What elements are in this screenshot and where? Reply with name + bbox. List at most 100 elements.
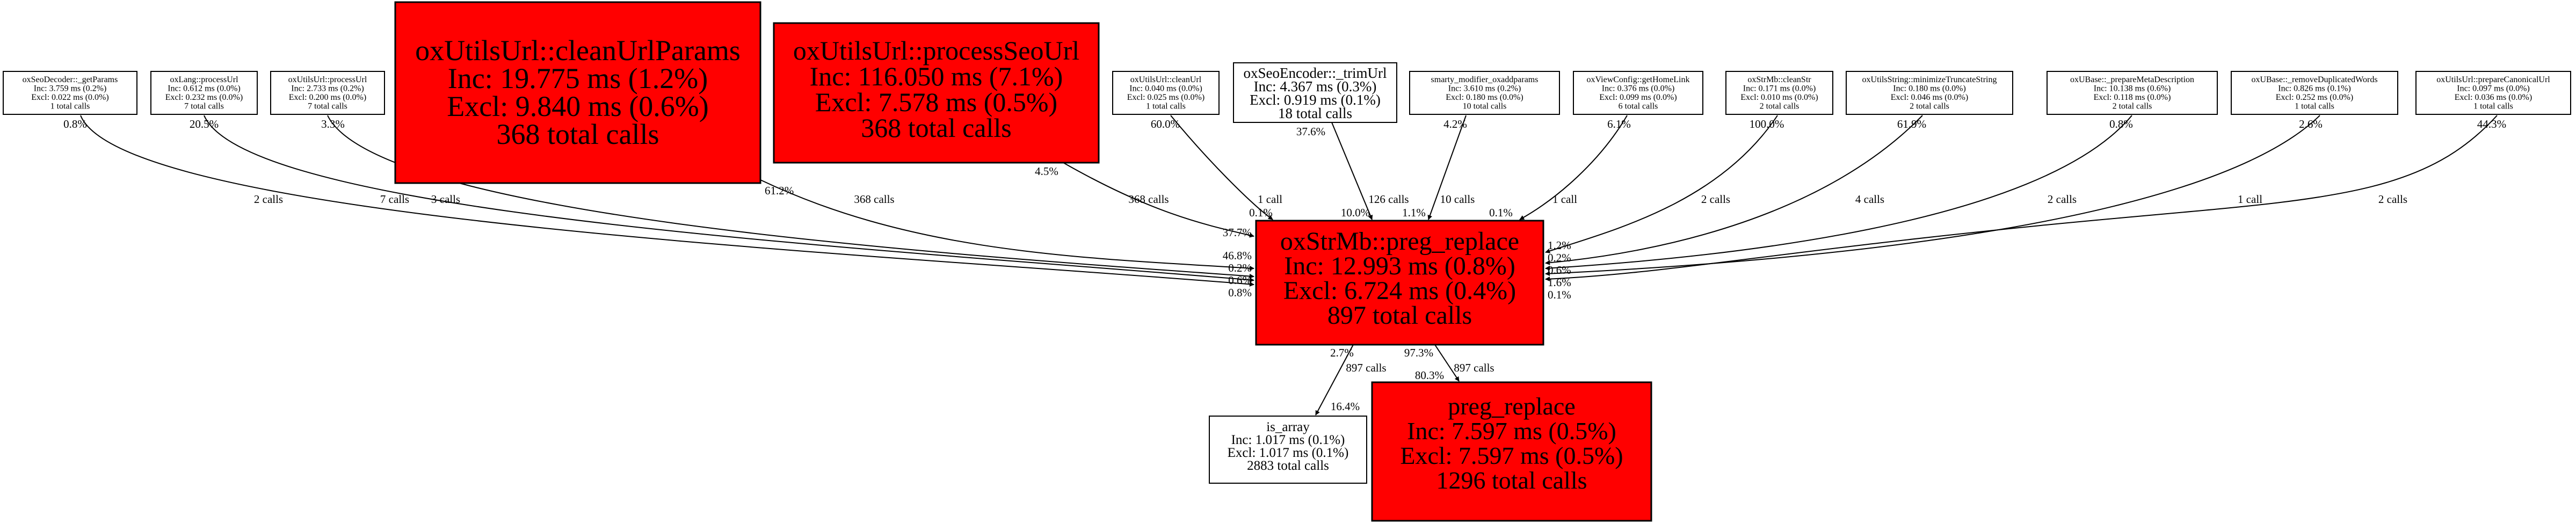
node-total-calls: 6 total calls: [1619, 102, 1658, 111]
edge-head-percent: 0.8%: [1228, 286, 1252, 299]
edge-trimurl-to-strmbpreg: [1331, 122, 1373, 220]
edge-head-percent: 0.2%: [1228, 261, 1252, 274]
node-excl-time: Excl: 7.597 ms (0.5%): [1400, 442, 1623, 469]
node-function-name: oxUtilsUrl::cleanUrlParams: [415, 34, 741, 67]
edge-smarty-to-strmbpreg: [1427, 115, 1467, 220]
edge-head-percent: 0.2%: [1548, 251, 1571, 264]
edge-line: [1545, 115, 2320, 276]
node-function-name: is_array: [1266, 420, 1310, 434]
edge-tail-percent: 4.5%: [1035, 165, 1058, 178]
edge-calls-label: 2 calls: [2378, 193, 2407, 206]
edge-head-percent: 37.7%: [1223, 226, 1252, 239]
edge-line: [1170, 115, 1273, 220]
node-inc-time: Inc: 10.138 ms (0.6%): [2094, 84, 2171, 93]
node-total-calls: 7 total calls: [184, 102, 224, 111]
node-function-name: preg_replace: [1448, 392, 1576, 420]
edge-tail-percent: 100.0%: [1750, 118, 1784, 130]
edge-cleanurlparams-to-strmbpreg: [760, 179, 1254, 271]
node-excl-time: Excl: 1.017 ms (0.1%): [1228, 446, 1349, 460]
edge-line: [80, 115, 1254, 287]
edge-line: [1545, 115, 2132, 271]
edge-removedup-to-strmbpreg: [1545, 115, 2320, 276]
node-total-calls: 2883 total calls: [1247, 458, 1329, 473]
edge-head-percent: 1.6%: [1548, 276, 1571, 289]
node-inc-time: Inc: 0.171 ms (0.0%): [1743, 84, 1816, 93]
node-inc-time: Inc: 7.597 ms (0.5%): [1407, 417, 1616, 445]
edge-tail-percent: 2.7%: [1330, 346, 1354, 359]
node-excl-time: Excl: 0.036 ms (0.0%): [2455, 93, 2532, 102]
edge-preparemeta-to-strmbpreg: [1545, 115, 2132, 271]
edge-line: [760, 179, 1254, 271]
edge-calls-label: 126 calls: [1368, 193, 1409, 206]
node-excl-time: Excl: 0.118 ms (0.0%): [2094, 93, 2171, 102]
edge-processseourl-to-strmbpreg: [1063, 162, 1254, 238]
edge-calls-label: 2 calls: [254, 193, 283, 206]
edge-line: [1331, 122, 1373, 220]
node-function-name: oxUtilsUrl::prepareCanonicalUrl: [2436, 75, 2550, 84]
edge-line: [1315, 344, 1354, 416]
node-inc-time: Inc: 0.826 ms (0.1%): [2278, 84, 2351, 93]
node-excl-time: Excl: 0.252 ms (0.0%): [2276, 93, 2353, 102]
edge-line: [1519, 115, 1628, 220]
edge-calls-label: 4 calls: [1855, 193, 1884, 206]
node-inc-time: Inc: 116.050 ms (7.1%): [810, 61, 1063, 91]
node-inc-time: Inc: 0.376 ms (0.0%): [1602, 84, 1675, 93]
edge-calls-label: 1 call: [1258, 193, 1282, 206]
node-excl-time: Excl: 6.724 ms (0.4%): [1283, 276, 1516, 305]
node-box: [1846, 71, 2013, 115]
edge-head-percent: 0.6%: [1228, 274, 1252, 287]
edge-line: [1063, 162, 1254, 238]
node-inc-time: Inc: 12.993 ms (0.8%): [1284, 252, 1515, 280]
node-excl-time: Excl: 0.010 ms (0.0%): [1740, 93, 1818, 102]
node-excl-time: Excl: 7.578 ms (0.5%): [815, 87, 1057, 117]
node-excl-time: Excl: 9.840 ms (0.6%): [447, 90, 708, 122]
edge-line: [1427, 115, 1467, 220]
edge-head-percent: 46.8%: [1223, 249, 1252, 262]
node-box: [1112, 71, 1220, 115]
edge-head-percent: 0.1%: [1548, 288, 1571, 301]
node-excl-time: Excl: 0.200 ms (0.0%): [289, 93, 366, 102]
edge-tail-percent: 0.8%: [63, 118, 87, 130]
node-box: [1233, 62, 1397, 123]
node-function-name: oxUBase::_prepareMetaDescription: [2070, 75, 2194, 84]
node-inc-time: Inc: 0.612 ms (0.0%): [168, 84, 241, 93]
node-total-calls: 2 total calls: [1760, 102, 1799, 111]
edge-calls-label: 897 calls: [1346, 361, 1386, 374]
edge-head-percent: 1.1%: [1402, 206, 1426, 219]
node-function-name: smarty_modifier_oxaddparams: [1431, 75, 1539, 84]
node-inc-time: Inc: 19.775 ms (1.2%): [448, 62, 708, 94]
node-box: [1725, 71, 1833, 115]
node-function-name: oxSeoDecoder::_getParams: [23, 75, 118, 84]
node-function-name: oxStrMb::cleanStr: [1747, 75, 1811, 84]
node-oxutilsstring-minimizetruncatestring[interactable]: oxUtilsString::minimizeTruncateStringInc…: [1846, 71, 2013, 115]
node-inc-time: Inc: 1.017 ms (0.1%): [1231, 433, 1345, 447]
edge-head-percent: 10.0%: [1341, 206, 1370, 219]
node-inc-time: Inc: 0.040 ms (0.0%): [1129, 84, 1202, 93]
node-inc-time: Inc: 0.180 ms (0.0%): [1893, 84, 1966, 93]
node-inc-time: Inc: 3.759 ms (0.2%): [34, 84, 107, 93]
